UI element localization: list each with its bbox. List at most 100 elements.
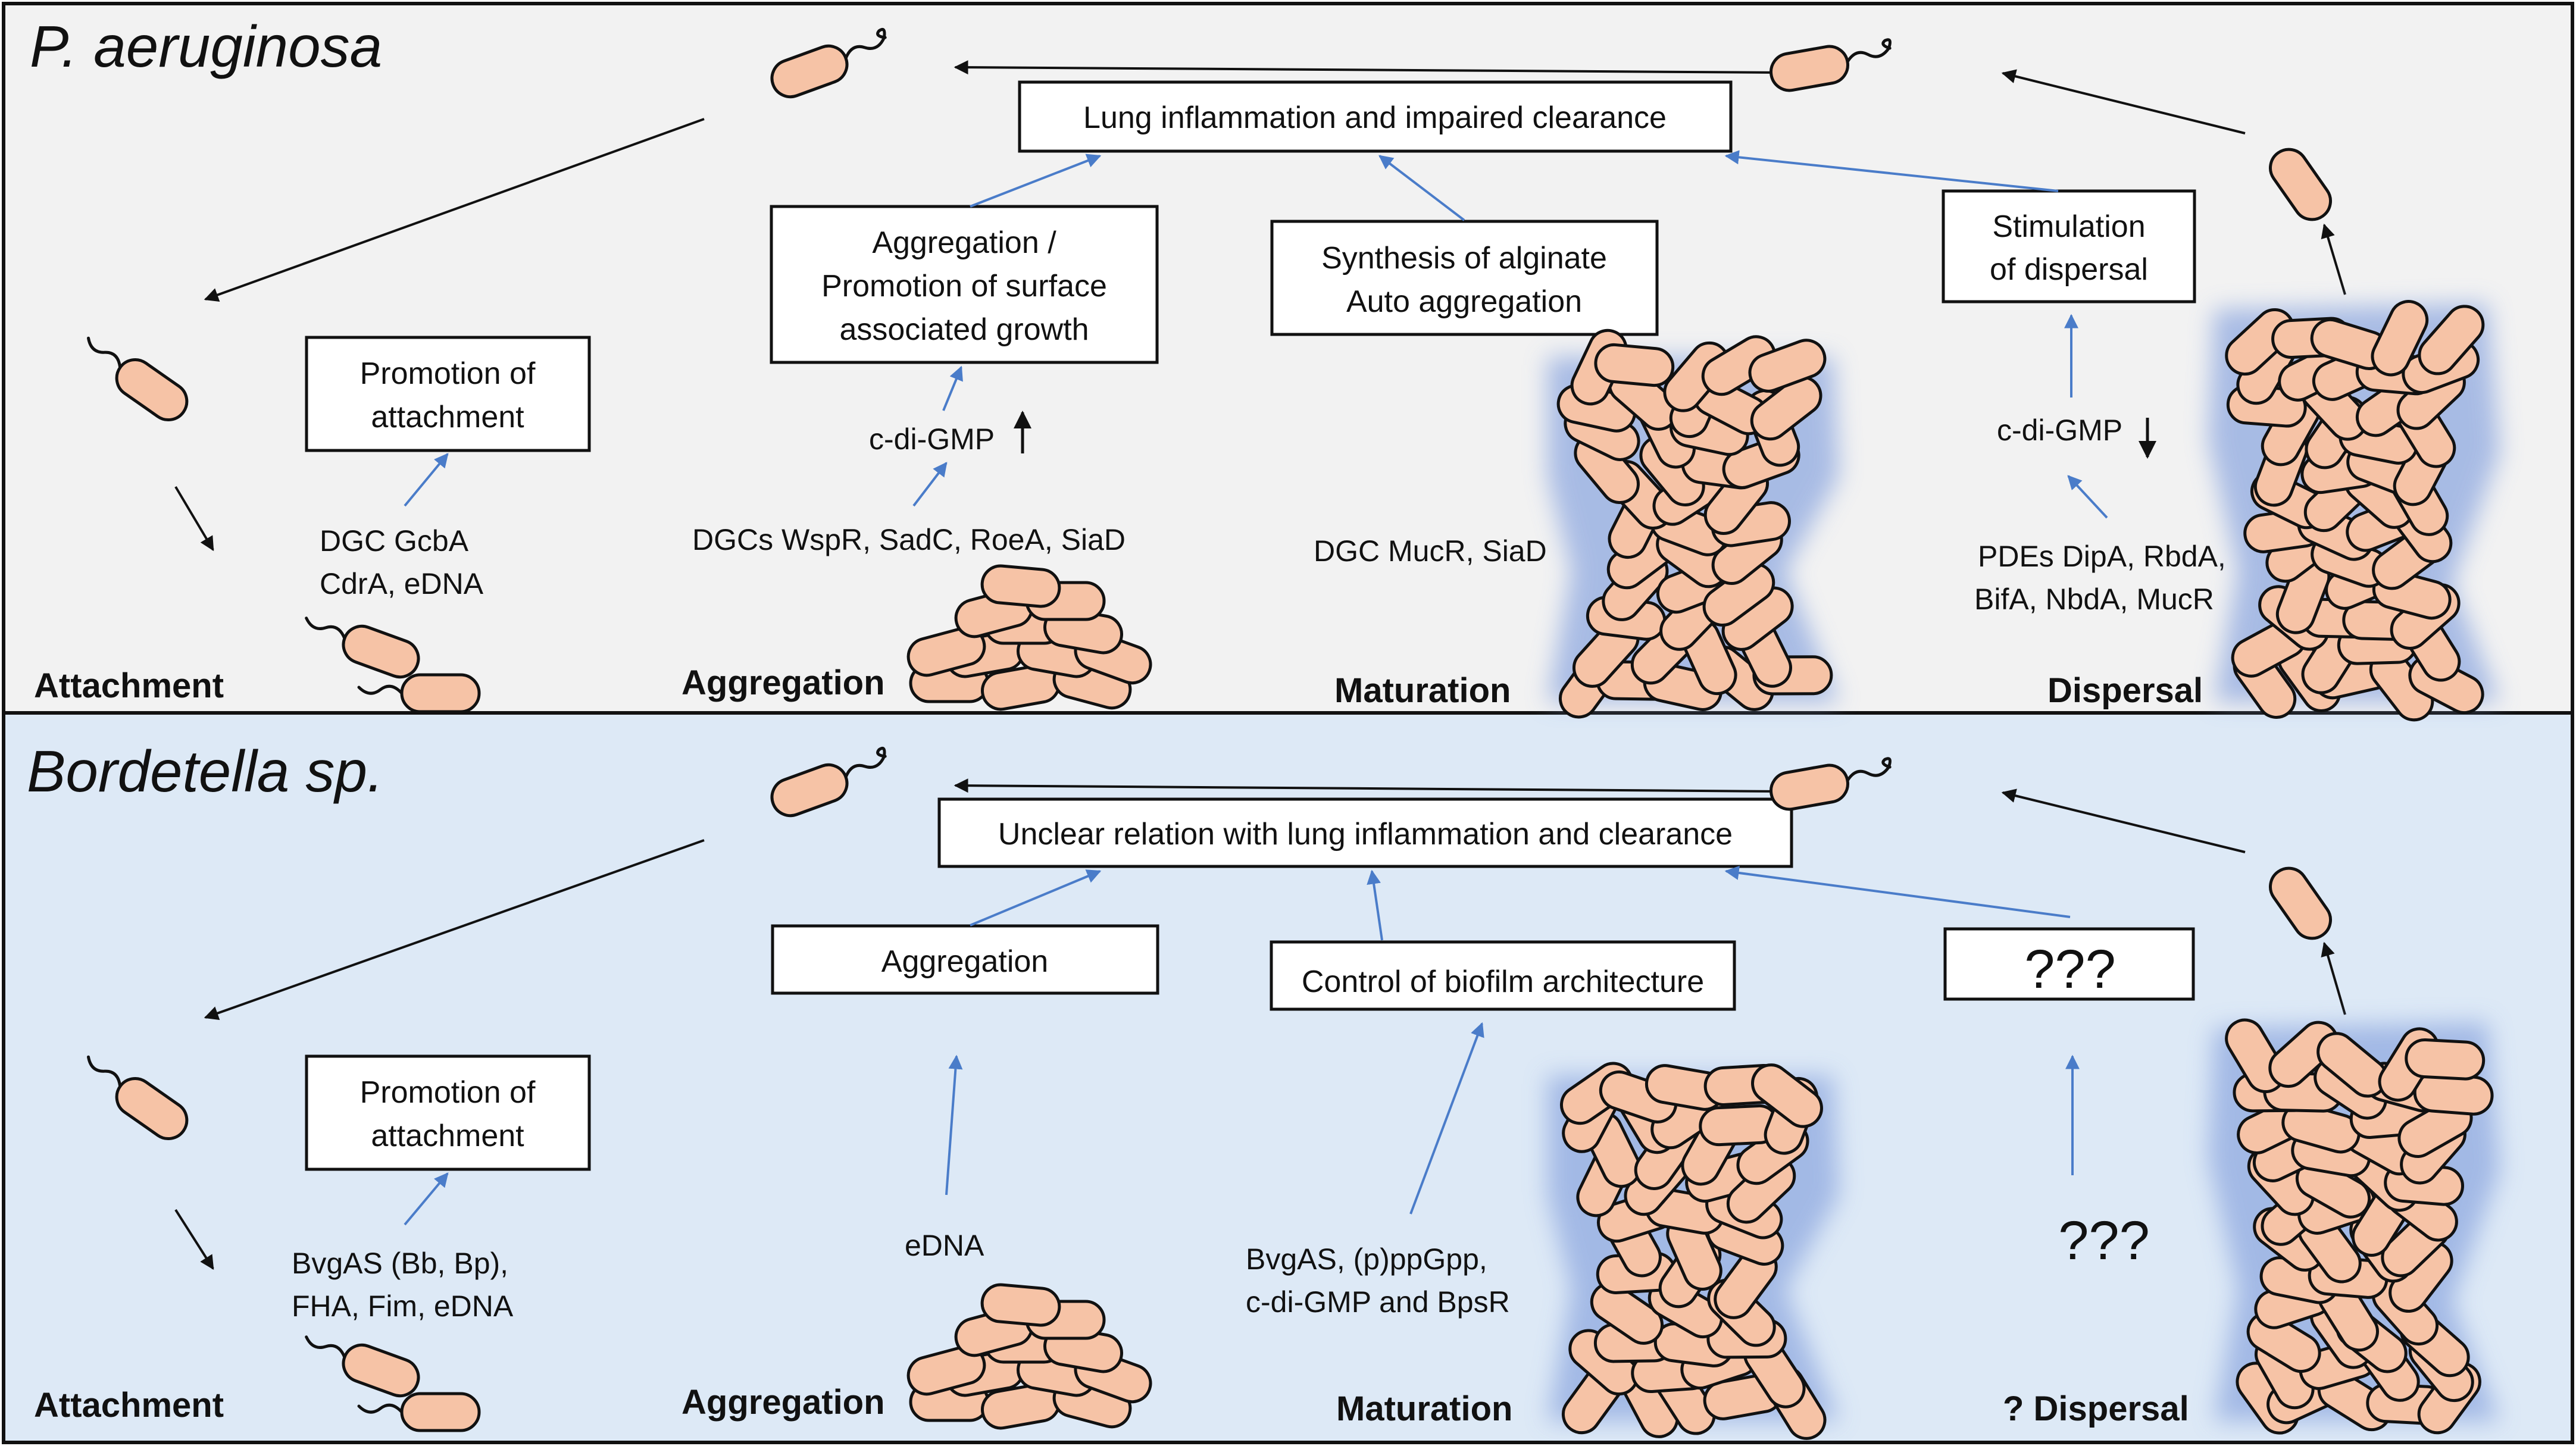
flagellated-bacterium-icon (87, 336, 189, 422)
bottom-box-maturation: Control of biofilm architecture (1270, 940, 1736, 1011)
flagellated-bacterium-icon (1770, 38, 1892, 92)
top-stage-attachment: Attachment (34, 666, 224, 705)
top-signal-aggregation: c-di-GMP (869, 422, 995, 456)
bottom-factor-maturation-line2: c-di-GMP and BpsR (1246, 1285, 1510, 1319)
flagellated-bacterium-icon (357, 673, 481, 713)
top-blue-arrow-4 (404, 453, 449, 507)
top-stage-maturation: Maturation (1334, 671, 1511, 710)
panel-top: P. aeruginosa Lung inflammation and impa… (30, 14, 2500, 722)
bacterium-icon (1750, 375, 1822, 441)
top-stage-aggregation: Aggregation (681, 663, 885, 702)
top-box-attachment-line1: Promotion of (360, 356, 536, 391)
top-blue-arrow-6 (942, 365, 963, 411)
top-free-bacteria (87, 27, 2333, 713)
bottom-box-maturation-text: Control of biofilm architecture (1302, 965, 1704, 999)
bottom-factor-attachment-line1: BvgAS (Bb, Bp), (292, 1247, 508, 1280)
top-box-dispersal: Stimulation of dispersal (1942, 189, 2196, 303)
bottom-stage-maturation: Maturation (1336, 1389, 1512, 1428)
bottom-aggregate-bacteria (906, 1283, 1152, 1430)
flagellated-bacterium-icon (87, 1055, 189, 1141)
bottom-blue-arrow-4 (404, 1172, 449, 1226)
bottom-stage-attachment: Attachment (34, 1386, 224, 1425)
bacterium-icon (906, 1345, 986, 1396)
top-blue-arrow-2 (1378, 155, 1465, 221)
bottom-cycle-arrow-5 (174, 1209, 214, 1270)
bottom-maturation-biofilm (1548, 1062, 1839, 1440)
top-box-aggregation-line1: Aggregation / (872, 226, 1056, 260)
flagellated-bacterium-icon (1770, 757, 1892, 811)
bottom-cycle-arrow-4 (204, 839, 705, 1021)
bottom-blue-arrow-6 (1409, 1022, 1484, 1215)
top-box-dispersal-line1: Stimulation (1992, 209, 2145, 244)
top-cycle-arrow-5 (174, 486, 214, 552)
bottom-dispersal-biofilm (2208, 1018, 2500, 1435)
bottom-cycle-arrow-2 (2001, 788, 2246, 853)
top-box-aggregation-line2: Promotion of surface (821, 269, 1107, 303)
bacterium-icon (1751, 1063, 1823, 1128)
top-box-attachment: Promotion of attachment (305, 336, 591, 452)
bottom-box-dispersal-text: ??? (2024, 939, 2116, 1000)
bottom-cycle-arrow-3 (2321, 941, 2346, 1015)
flagellated-bacterium-icon (357, 1392, 481, 1432)
top-blue-arrow-8 (2067, 475, 2108, 519)
top-dispersal-biofilm (2208, 300, 2500, 722)
top-box-maturation-line1: Synthesis of alginate (1321, 241, 1607, 276)
bottom-box-aggregation: Aggregation (771, 924, 1159, 995)
bottom-box-attachment-line1: Promotion of (360, 1075, 536, 1110)
bacterium-icon (1701, 335, 1777, 396)
top-factor-attachment-line1: DGC GcbA (320, 524, 469, 558)
top-box-lung-text: Lung inflammation and impaired clearance (1083, 101, 1667, 135)
top-factor-aggregation: DGCs WspR, SadC, RoeA, SiaD (692, 523, 1126, 556)
top-box-aggregation-line3: associated growth (839, 312, 1089, 347)
bottom-blue-arrow-3 (1724, 865, 2071, 918)
bacterium-icon (2268, 1021, 2339, 1088)
flagellated-bacterium-icon (305, 616, 420, 679)
panel-top-title: P. aeruginosa (30, 14, 382, 79)
bottom-box-lung: Unclear relation with lung inflammation … (937, 797, 1793, 868)
bottom-factor-attachment-line2: FHA, Fim, eDNA (292, 1289, 514, 1323)
bottom-factor-maturation-line1: BvgAS, (p)ppGpp, (1246, 1242, 1487, 1276)
bottom-factor-dispersal: ??? (2058, 1210, 2150, 1271)
top-box-aggregation: Aggregation / Promotion of surface assoc… (770, 205, 1159, 364)
bottom-stage-aggregation: Aggregation (681, 1383, 885, 1422)
bacterium-icon (2246, 1312, 2321, 1373)
flagellated-bacterium-icon (305, 1335, 420, 1398)
bacterium-icon (906, 626, 986, 677)
panel-bottom-title: Bordetella sp. (27, 738, 383, 804)
top-factor-dispersal-line2: BifA, NbdA, MucR (1974, 583, 2214, 616)
bottom-stage-dispersal: ? Dispersal (2003, 1389, 2189, 1428)
bottom-box-attachment: Promotion of attachment (305, 1054, 591, 1171)
bottom-blue-arrow-5 (945, 1054, 963, 1195)
bacterium-icon (2268, 866, 2333, 940)
top-stage-dispersal: Dispersal (2047, 671, 2203, 710)
top-maturation-biofilm (1548, 328, 1839, 719)
bottom-box-dispersal: ??? (1943, 927, 2195, 1001)
bottom-box-attachment-line2: attachment (371, 1119, 524, 1153)
bottom-cycle-arrow-1 (954, 778, 1783, 793)
bottom-box-aggregation-text: Aggregation (881, 944, 1048, 979)
flagellated-bacterium-icon (770, 27, 887, 99)
top-cycle-arrow-2 (2001, 69, 2246, 134)
top-box-maturation-line2: Auto aggregation (1346, 284, 1582, 319)
top-factor-maturation: DGC MucR, SiaD (1314, 534, 1547, 568)
flagellated-bacterium-icon (770, 746, 887, 818)
top-cycle-arrow-1 (954, 60, 1783, 75)
bacterium-icon (1748, 339, 1827, 393)
bacterium-icon (980, 564, 1061, 608)
bacterium-icon (980, 1283, 1061, 1327)
top-aggregate-bacteria (906, 564, 1152, 711)
bottom-factor-aggregation: eDNA (905, 1229, 984, 1262)
top-signal-dispersal: c-di-GMP (1997, 414, 2122, 447)
bottom-blue-arrow-2 (1367, 869, 1383, 941)
top-blue-arrow-1 (970, 154, 1102, 208)
top-box-dispersal-line2: of dispersal (1990, 252, 2148, 287)
bacterium-icon (1594, 343, 1675, 387)
panel-bottom: Bordetella sp. Unclear relation with lun… (27, 738, 2500, 1440)
top-cycle-arrow-3 (2321, 223, 2346, 295)
top-cycle-arrow-4 (204, 118, 705, 302)
top-factor-dispersal-line1: PDEs DipA, RbdA, (1978, 540, 2226, 573)
top-blue-arrow-3 (1724, 150, 2059, 192)
top-blue-arrow-5 (912, 462, 948, 507)
